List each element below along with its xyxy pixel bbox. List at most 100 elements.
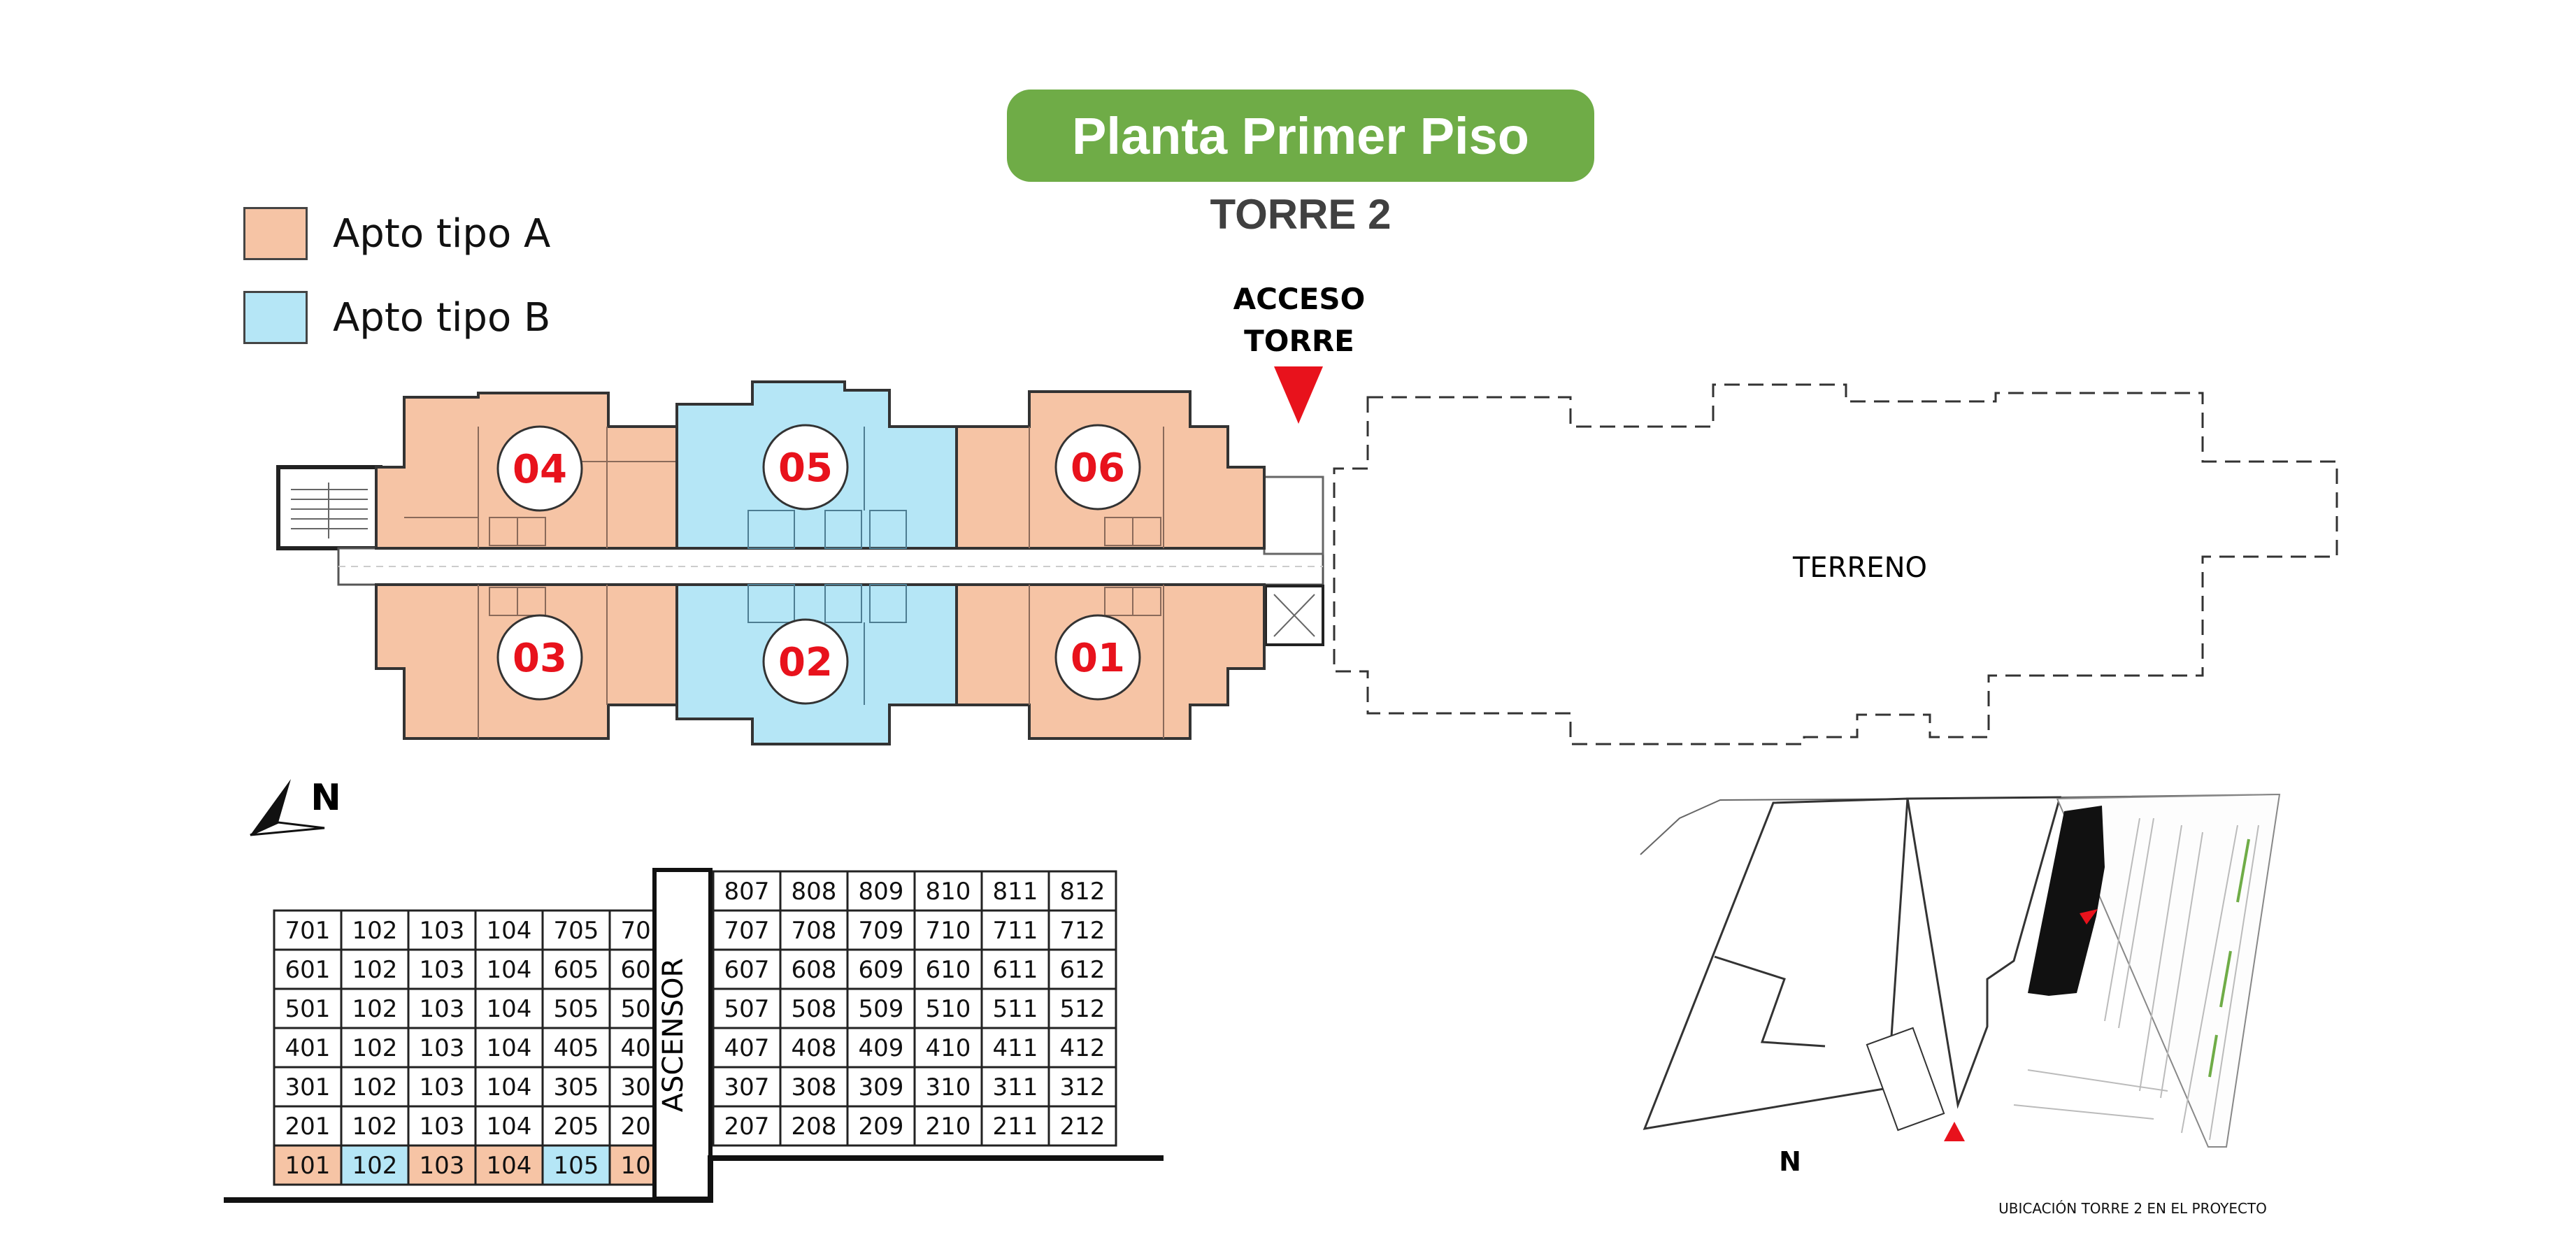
- unit-cell-411-bg: [980, 1027, 1050, 1069]
- unit-cell-305-bg: [541, 1066, 611, 1108]
- unit-cell-505: 505: [554, 995, 599, 1023]
- unit-cell-808-bg: [779, 870, 849, 912]
- unit-cell-211: 211: [993, 1113, 1038, 1141]
- access-arrow-icon: [1274, 366, 1323, 424]
- unit-cell-808: 808: [792, 878, 837, 906]
- unit-cell-609: 609: [859, 956, 904, 984]
- unit-cell-712-bg: [1047, 909, 1117, 951]
- svg-text:06: 06: [1071, 445, 1125, 491]
- unit-cell-103-bg: [407, 1144, 477, 1186]
- unit-cell-411: 411: [993, 1034, 1038, 1062]
- unit-cell-408-bg: [779, 1027, 849, 1069]
- unit-cell-103: 103: [420, 956, 465, 984]
- unit-cell-103: 103: [420, 1073, 465, 1101]
- site-caption: UBICACIÓN TORRE 2 EN EL PROYECTO: [1998, 1200, 2267, 1217]
- unit-cell-412-bg: [1047, 1027, 1117, 1069]
- unit-cell-701: 701: [285, 917, 331, 945]
- unit-cell-211-bg: [980, 1105, 1050, 1147]
- unit-cell-201: 201: [285, 1113, 331, 1141]
- unit-cell-705: 705: [554, 917, 599, 945]
- svg-text:04: 04: [513, 447, 567, 492]
- unit-cell-102: 102: [352, 956, 398, 984]
- unit-cell-812-bg: [1047, 870, 1117, 912]
- tower-subtitle: TORRE 2: [1210, 191, 1391, 238]
- unit-cell-307: 307: [724, 1073, 770, 1101]
- unit-cell-807: 807: [724, 878, 770, 906]
- unit-cell-104: 104: [487, 1152, 532, 1180]
- unit-cell-605: 605: [554, 956, 599, 984]
- unit-cell-101-bg: [273, 1144, 343, 1186]
- unit-cell-209: 209: [859, 1113, 904, 1141]
- unit-cell-501: 501: [285, 995, 331, 1023]
- unit-cell-311: 311: [993, 1073, 1038, 1101]
- unit-cell-401: 401: [285, 1034, 331, 1062]
- north-arrow: N: [250, 777, 341, 836]
- unit-cell-102-bg: [340, 1066, 410, 1108]
- unit-cell-711: 711: [993, 917, 1038, 945]
- elevator-label: ASCENSOR: [657, 958, 689, 1113]
- unit-cell-707-bg: [712, 909, 782, 951]
- unit-cell-312-bg: [1047, 1066, 1117, 1108]
- svg-text:02: 02: [778, 640, 833, 685]
- unit-cell-104: 104: [487, 1034, 532, 1062]
- unit-cell-301: 301: [285, 1073, 331, 1101]
- site-location-map: N: [1640, 793, 2281, 1177]
- site-parcel-a: [1643, 797, 1909, 1130]
- apartment-number-05: 05: [762, 424, 849, 511]
- unit-cell-310: 310: [926, 1073, 971, 1101]
- unit-cell-709-bg: [846, 909, 916, 951]
- legend-item-type-b: Apto tipo B: [243, 291, 550, 344]
- unit-cell-209-bg: [846, 1105, 916, 1147]
- unit-cell-601: 601: [285, 956, 331, 984]
- unit-cell-711-bg: [980, 909, 1050, 951]
- unit-cell-810: 810: [926, 878, 971, 906]
- unit-cell-102-bg: [340, 1027, 410, 1069]
- unit-cell-407-bg: [712, 1027, 782, 1069]
- unit-cell-710: 710: [926, 917, 971, 945]
- legend-swatch-type-a: [243, 207, 308, 260]
- unit-cell-408: 408: [792, 1034, 837, 1062]
- unit-cell-104: 104: [487, 1113, 532, 1141]
- unit-cell-104: 104: [487, 1073, 532, 1101]
- unit-cell-611-bg: [980, 948, 1050, 990]
- access-landing: [1263, 476, 1324, 555]
- unit-cell-104-bg: [474, 948, 544, 990]
- apartment-number-04: 04: [496, 425, 583, 512]
- unit-cell-103: 103: [420, 1034, 465, 1062]
- unit-cell-104-bg: [474, 909, 544, 951]
- unit-cell-105: 105: [554, 1152, 599, 1180]
- unit-cell-210-bg: [913, 1105, 983, 1147]
- unit-cell-409-bg: [846, 1027, 916, 1069]
- unit-cell-611: 611: [993, 956, 1038, 984]
- unit-cell-812: 812: [1060, 878, 1105, 906]
- unit-cell-510-bg: [913, 987, 983, 1029]
- unit-cell-609-bg: [846, 948, 916, 990]
- ground-line: [224, 1155, 1164, 1203]
- svg-text:05: 05: [778, 445, 833, 491]
- unit-cell-212-bg: [1047, 1105, 1117, 1147]
- unit-cell-104-bg: [474, 1066, 544, 1108]
- unit-cell-809: 809: [859, 878, 904, 906]
- unit-cell-308: 308: [792, 1073, 837, 1101]
- site-north-label: N: [1779, 1146, 1801, 1177]
- unit-cell-610: 610: [926, 956, 971, 984]
- elevator-shaft: [652, 868, 713, 1201]
- svg-text:01: 01: [1071, 636, 1125, 681]
- unit-cell-511: 511: [993, 995, 1038, 1023]
- unit-cell-104: 104: [487, 995, 532, 1023]
- legend-label-type-b: Apto tipo B: [333, 294, 551, 341]
- unit-cell-309: 309: [859, 1073, 904, 1101]
- unit-cell-207: 207: [724, 1113, 770, 1141]
- unit-cell-707: 707: [724, 917, 770, 945]
- unit-cell-511-bg: [980, 987, 1050, 1029]
- unit-cell-407: 407: [724, 1034, 770, 1062]
- unit-cell-608: 608: [792, 956, 837, 984]
- unit-cell-105-bg: [541, 1144, 611, 1186]
- unit-cell-810-bg: [913, 870, 983, 912]
- unit-cell-607-bg: [712, 948, 782, 990]
- unit-cell-102: 102: [352, 1073, 398, 1101]
- unit-cell-102: 102: [352, 1034, 398, 1062]
